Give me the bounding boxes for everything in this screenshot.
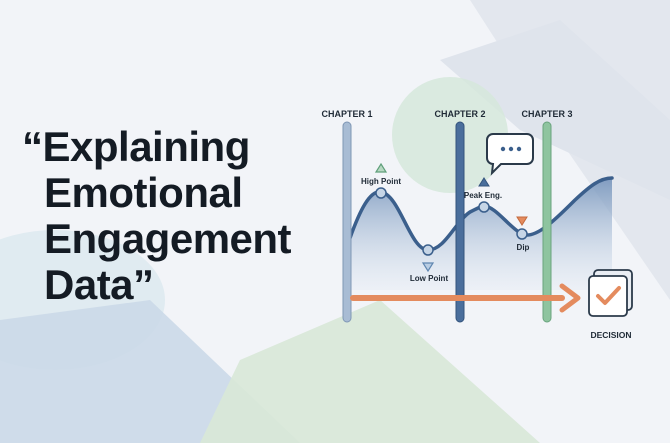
peak-dot bbox=[478, 201, 490, 213]
decision-label: DECISION bbox=[590, 330, 631, 340]
chapter-2-label: CHAPTER 2 bbox=[434, 109, 485, 119]
headline-line-2: Emotional bbox=[44, 169, 243, 216]
peak-label: Peak Eng. bbox=[464, 191, 502, 200]
dip-dot bbox=[516, 228, 528, 240]
decision-checkbox-icon bbox=[588, 269, 633, 317]
chapter-1-bar bbox=[342, 121, 352, 323]
chapter-3-label: CHAPTER 3 bbox=[521, 109, 572, 119]
chapter-1-label: CHAPTER 1 bbox=[321, 109, 372, 119]
dip-marker-icon bbox=[516, 216, 528, 226]
engagement-curve bbox=[348, 176, 614, 252]
headline-line-4: Data” bbox=[44, 261, 154, 308]
chapter-3-bar bbox=[542, 121, 552, 323]
high-point-marker-icon bbox=[374, 162, 388, 173]
low-point-dot bbox=[422, 244, 434, 256]
headline-line-3: Engagement bbox=[44, 215, 292, 262]
dip-label: Dip bbox=[517, 243, 530, 252]
high-point-label: High Point bbox=[361, 177, 401, 186]
speech-bubble-icon bbox=[486, 133, 534, 176]
peak-marker-icon bbox=[478, 177, 490, 187]
progress-arrow-shaft bbox=[350, 295, 565, 301]
headline-line-1: “Explaining bbox=[22, 123, 250, 170]
low-point-marker-icon bbox=[421, 262, 435, 273]
low-point-label: Low Point bbox=[410, 274, 449, 283]
high-point-dot bbox=[375, 187, 387, 199]
chapter-2-bar bbox=[455, 121, 465, 323]
headline: “Explaining Emotional Engagement Data” bbox=[22, 124, 322, 308]
progress-arrow-head bbox=[559, 283, 581, 313]
